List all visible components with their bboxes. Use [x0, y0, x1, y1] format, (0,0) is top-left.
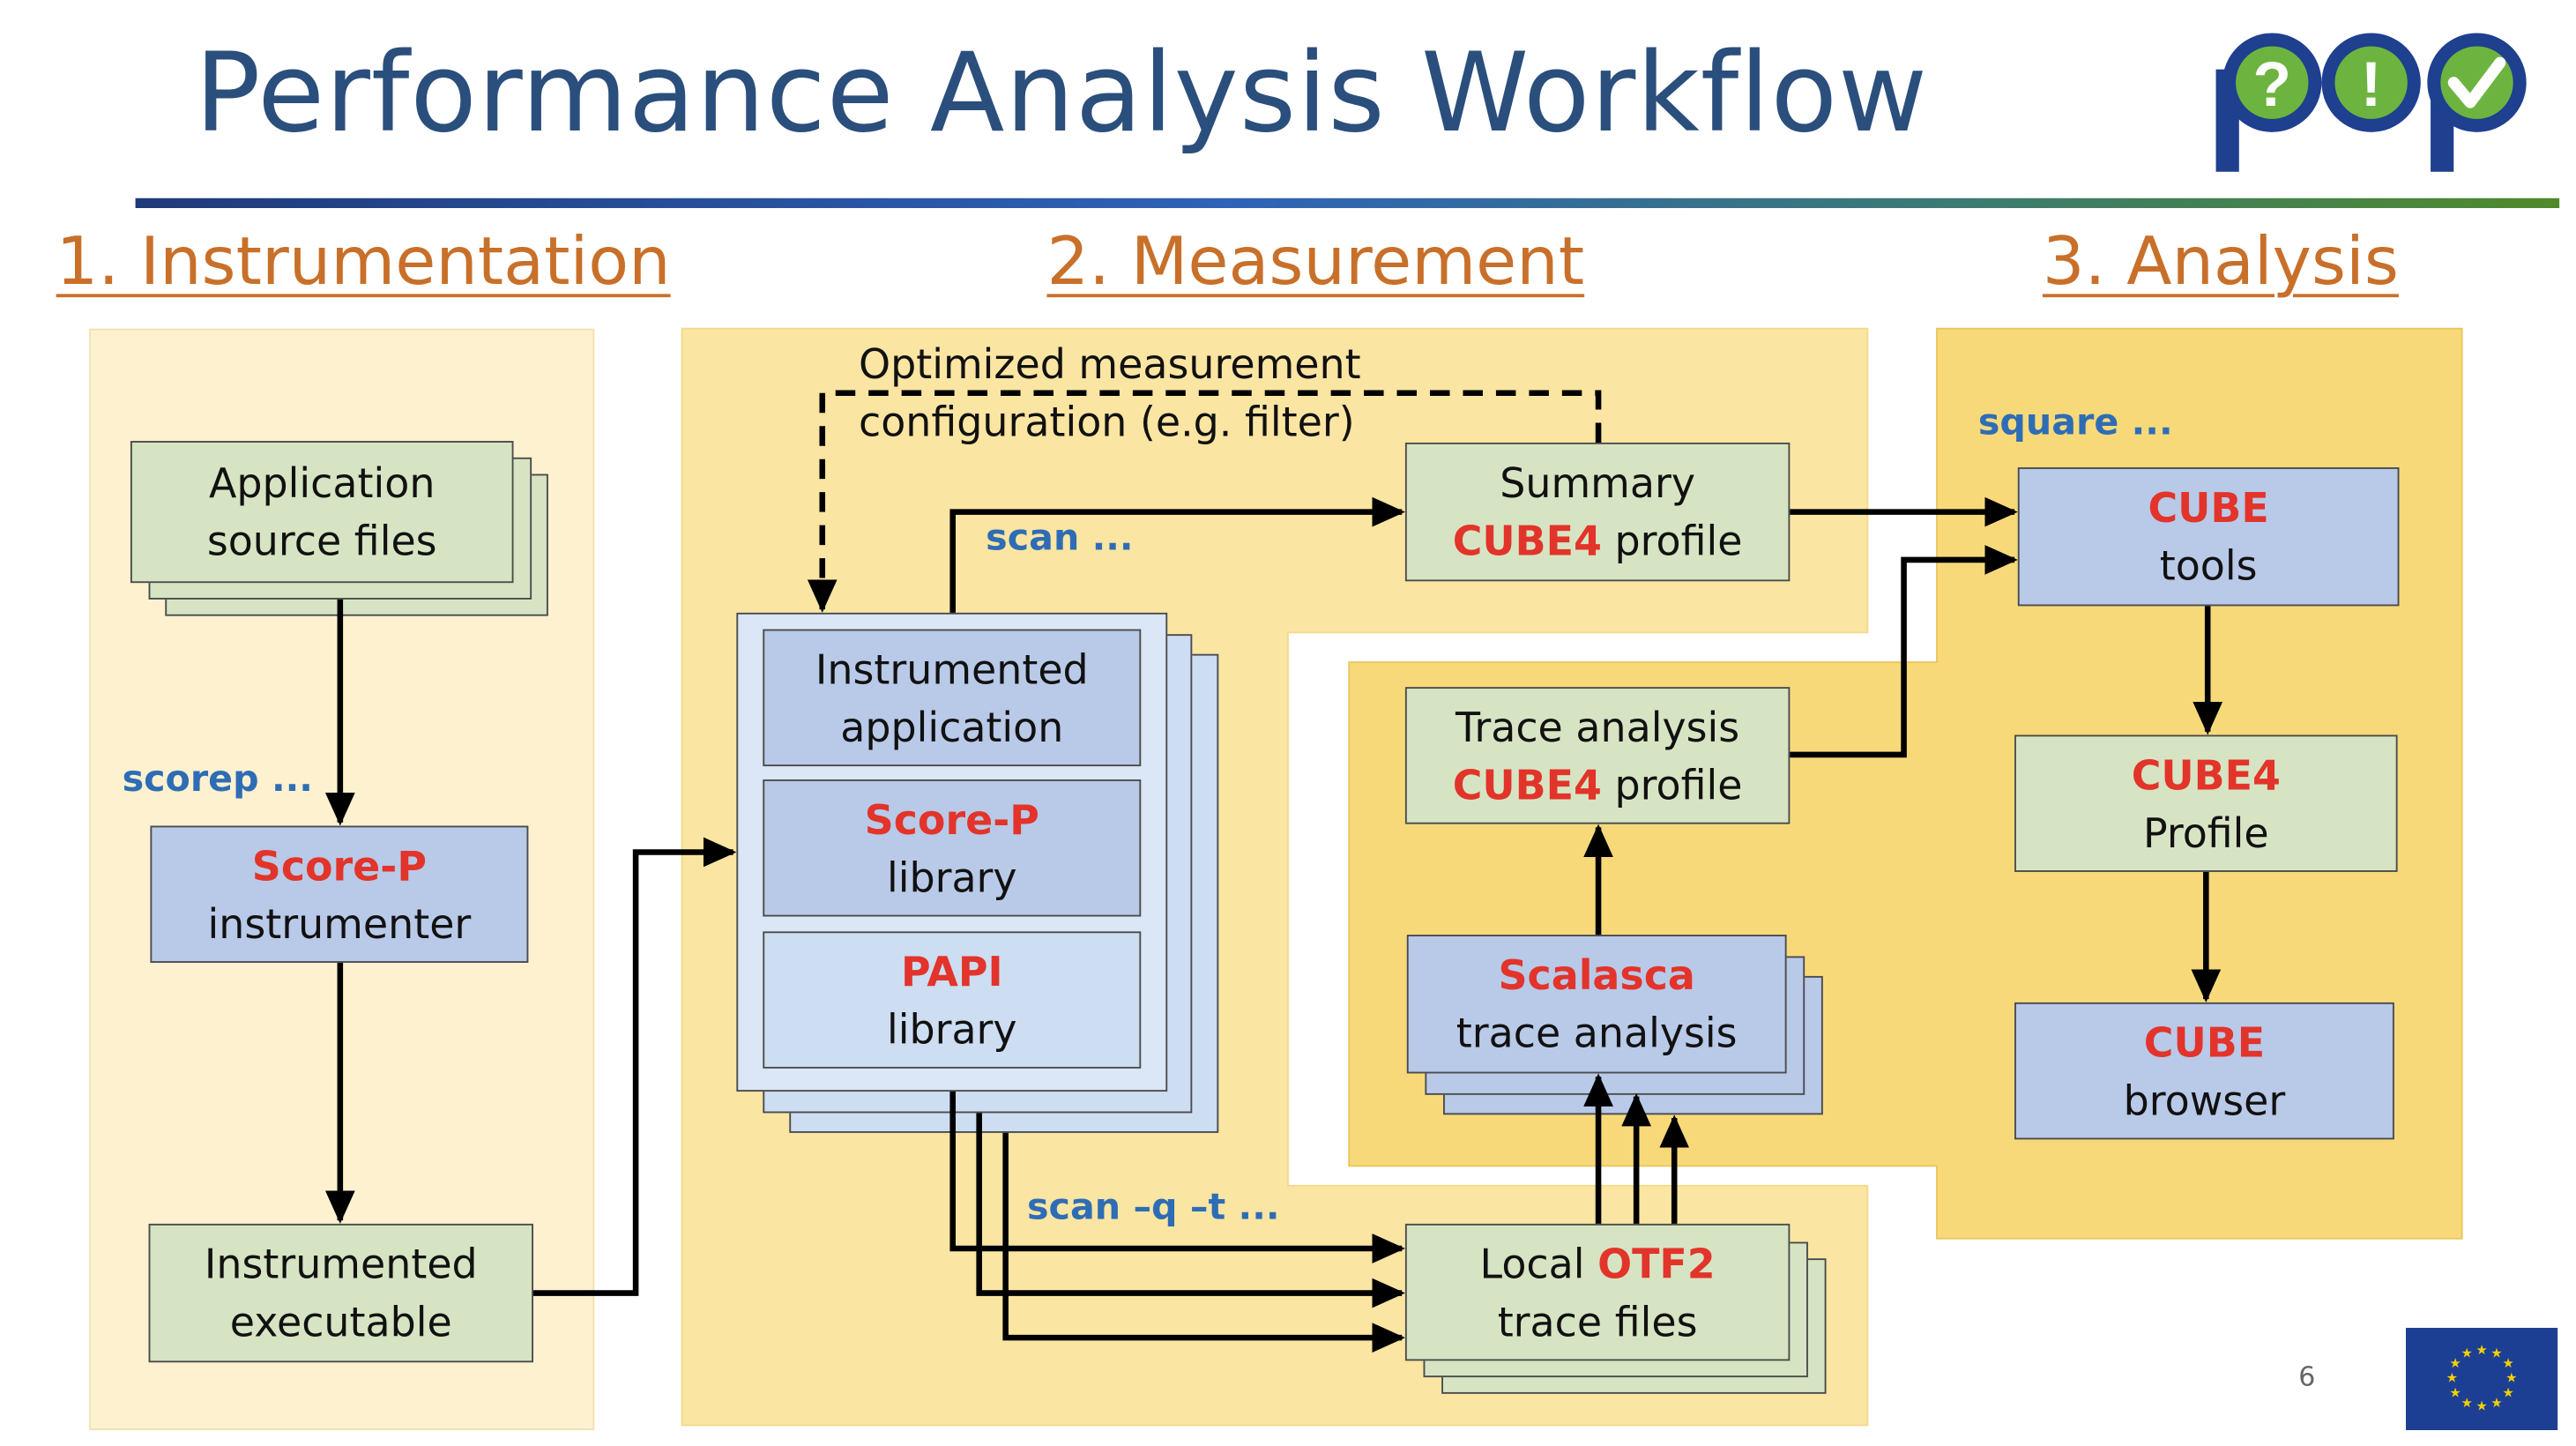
arrow-application-to-otf2-3 — [1002, 1132, 1405, 1353]
trace-analysis-line1: Trace analysis — [1456, 702, 1740, 751]
papi-library-name: PAPI — [900, 947, 1003, 995]
cube4-profile-name: CUBE4 — [2131, 750, 2281, 799]
eu-flag: ★★★ ★★★ ★★★ ★★★ — [2405, 1327, 2558, 1431]
local-otf2-trace-files-box: Local OTF2 trace files — [1404, 1223, 1791, 1361]
svg-text:★: ★ — [2461, 1395, 2473, 1411]
summary-cube4-label: CUBE4 — [1452, 517, 1602, 565]
svg-text:★: ★ — [2490, 1345, 2502, 1361]
instr-exec-line2: executable — [229, 1298, 452, 1346]
cube4-profile-line2: Profile — [2142, 808, 2269, 857]
otf2-name: OTF2 — [1597, 1239, 1716, 1288]
cube-browser-name: CUBE — [2143, 1017, 2266, 1067]
app-source-line1: Application — [209, 458, 436, 508]
scan-trace-command-label: scan –q –t ... — [1027, 1187, 1280, 1229]
feedback-note-line1: Optimized measurement — [858, 339, 1361, 389]
cube-tools-name: CUBE — [2148, 483, 2269, 533]
svg-text:★: ★ — [2502, 1355, 2513, 1371]
scorep-library-name: Score-P — [864, 794, 1039, 844]
svg-text:★: ★ — [2505, 1370, 2517, 1386]
eu-flag-icon: ★★★ ★★★ ★★★ ★★★ — [2405, 1327, 2558, 1431]
summary-line1: Summary — [1500, 458, 1696, 508]
scalasca-line2: trace analysis — [1456, 1009, 1738, 1057]
square-command-label: square ... — [1977, 403, 2173, 444]
title-divider — [135, 198, 2560, 208]
svg-text:★: ★ — [2502, 1385, 2513, 1401]
feedback-note-line2: configuration (e.g. filter) — [858, 398, 1355, 446]
svg-text:★: ★ — [2475, 1398, 2487, 1414]
papi-library-line2: library — [886, 1004, 1017, 1054]
svg-text:?: ? — [2253, 50, 2291, 120]
instr-exec-line1: Instrumented — [204, 1240, 478, 1288]
svg-text:★: ★ — [2490, 1395, 2502, 1411]
scorep-library-box: Score-P library — [763, 779, 1142, 917]
arrow-application-to-otf2-2 — [976, 1113, 1405, 1308]
arrow-trace-profile-to-cube-tools — [1790, 545, 2018, 758]
otf2-line2: trace files — [1497, 1297, 1698, 1345]
instr-app-line1: Instrumented — [815, 645, 1089, 693]
phase-measurement-heading: 2. Measurement — [1046, 224, 1585, 301]
pop-logo: ? ! — [2209, 19, 2540, 176]
trace-analysis-profile-label: profile — [1601, 760, 1743, 809]
scorep-command-label: scorep ... — [122, 759, 313, 801]
svg-text:★: ★ — [2446, 1370, 2458, 1386]
arrow-application-to-summary — [949, 496, 1405, 613]
cube-tools-box: CUBE tools — [2017, 467, 2400, 607]
trace-analysis-cube4-profile-box: Trace analysis CUBE4 profile — [1404, 687, 1791, 824]
app-source-line2: source files — [206, 517, 437, 565]
svg-text:★: ★ — [2449, 1355, 2461, 1371]
phase-instrumentation-heading: 1. Instrumentation — [56, 224, 671, 301]
svg-text:★: ★ — [2475, 1342, 2487, 1358]
scorep-library-line2: library — [886, 853, 1017, 901]
trace-analysis-cube4-label: CUBE4 — [1452, 760, 1602, 809]
scalasca-trace-analysis-box: Scalasca trace analysis — [1406, 935, 1787, 1074]
scorep-instrumenter-box: Score-P instrumenter — [150, 825, 529, 963]
otf2-local-label: Local — [1479, 1239, 1598, 1288]
summary-cube4-profile-box: Summary CUBE4 profile — [1404, 442, 1791, 582]
page-number: 6 — [2298, 1360, 2316, 1392]
svg-text:★: ★ — [2449, 1385, 2461, 1401]
phase-analysis-heading: 3. Analysis — [2042, 224, 2399, 301]
scan-command-label: scan ... — [986, 518, 1134, 560]
slide-title: Performance Analysis Workflow — [195, 29, 1929, 157]
svg-text:★: ★ — [2461, 1345, 2473, 1361]
pop-logo-icon: ? ! — [2215, 33, 2527, 172]
scorep-instrumenter-name: Score-P — [251, 841, 427, 890]
instrumented-executable-box: Instrumented executable — [148, 1223, 533, 1363]
application-source-files-box: Application source files — [130, 441, 514, 584]
cube-browser-line2: browser — [2123, 1076, 2286, 1124]
papi-library-box: PAPI library — [763, 931, 1142, 1069]
arrow-application-to-otf2-1 — [949, 1092, 1405, 1263]
summary-profile-label: profile — [1601, 517, 1743, 565]
scalasca-name: Scalasca — [1498, 950, 1695, 1000]
arrow-feedback-dashed — [807, 390, 1602, 613]
cube4-profile-box: CUBE4 Profile — [2014, 734, 2398, 872]
instrumented-application-box: Instrumented application — [763, 629, 1142, 767]
scorep-instrumenter-line2: instrumenter — [207, 898, 472, 948]
cube-browser-box: CUBE browser — [2014, 1002, 2394, 1140]
instr-app-line2: application — [840, 702, 1064, 751]
svg-text:!: ! — [2361, 50, 2382, 120]
arrow-executable-to-application — [532, 837, 737, 1296]
cube-tools-line2: tools — [2159, 541, 2258, 590]
